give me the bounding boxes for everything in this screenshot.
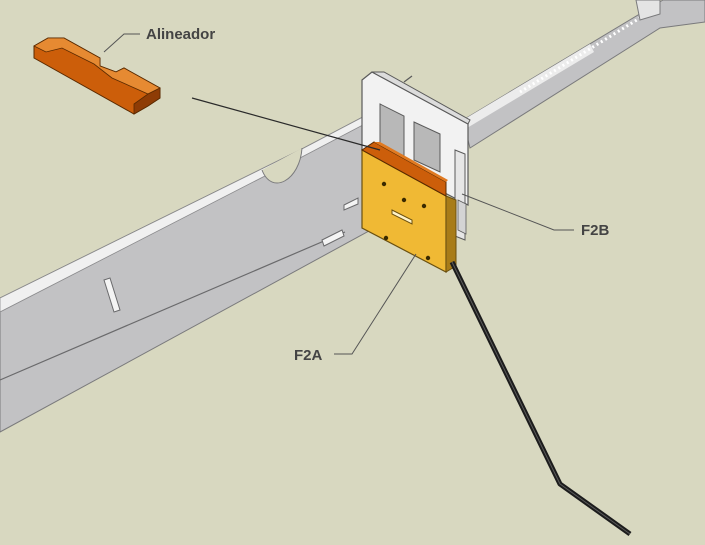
aligner-loose (33, 37, 161, 115)
label-alineador: Alineador (146, 26, 215, 43)
frame-f2b (361, 71, 471, 241)
label-f2b: F2B (581, 222, 610, 239)
panel-slot-3 (343, 197, 359, 211)
label-f2a: F2A (294, 347, 323, 364)
alignment-guide-line (191, 97, 381, 151)
leader-f2a (334, 253, 417, 355)
leader-f2b (461, 193, 574, 231)
aligner-mounted (361, 141, 448, 197)
panel-slot-1 (103, 277, 121, 313)
panel-slot-2 (321, 229, 345, 247)
right-panel (462, 0, 705, 149)
leader-alineador (103, 33, 140, 53)
plate-f2a (361, 148, 457, 273)
